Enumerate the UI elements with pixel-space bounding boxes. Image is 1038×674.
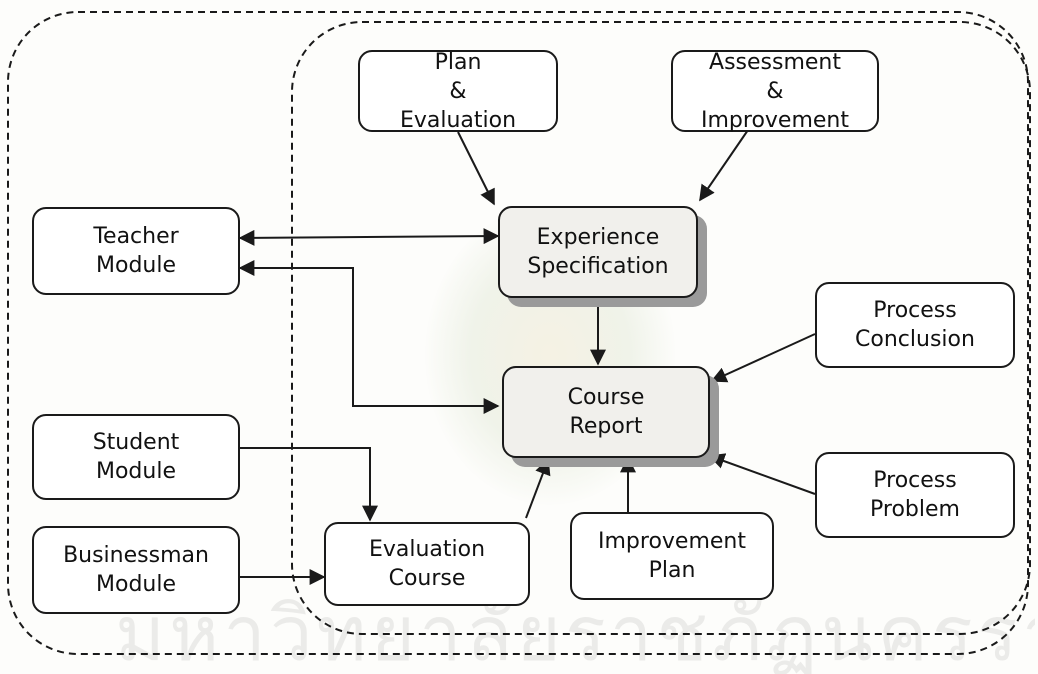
- course-report-box: Course Report: [502, 366, 710, 458]
- edge-teacher-course-report: [238, 260, 500, 414]
- student-module-label: Student Module: [92, 430, 180, 484]
- businessman-module-label: Businessman Module: [63, 543, 209, 597]
- assessment-improvement-label: Assessment & Improvement: [701, 49, 849, 133]
- teacher-module-box: Teacher Module: [32, 207, 240, 295]
- outer-system-boundary: [7, 11, 1029, 655]
- experience-specification-box: Experience Specification: [498, 206, 698, 298]
- process-problem-label: Process Problem: [870, 468, 960, 522]
- businessman-module-box: Businessman Module: [32, 526, 240, 614]
- edge-evaluation-to-course-report: [525, 458, 551, 519]
- process-conclusion-box: Process Conclusion: [815, 282, 1015, 368]
- assessment-improvement-box: Assessment & Improvement: [671, 49, 879, 133]
- plan-evaluation-box: Plan & Evaluation: [358, 49, 558, 133]
- teacher-module-label: Teacher Module: [93, 224, 179, 278]
- plan-evaluation-label: Plan & Evaluation: [399, 49, 517, 133]
- edge-assessment-to-experience: [699, 129, 749, 202]
- improvement-plan-box: Improvement Plan: [570, 512, 774, 600]
- edge-plan-to-experience: [457, 131, 495, 206]
- course-report-label: Course Report: [567, 385, 645, 439]
- edge-student-to-evaluation: [240, 447, 378, 522]
- process-conclusion-label: Process Conclusion: [855, 298, 975, 352]
- evaluation-course-box: Evaluation Course: [324, 522, 530, 606]
- experience-specification-label: Experience Specification: [527, 225, 669, 279]
- improvement-plan-label: Improvement Plan: [598, 529, 746, 583]
- student-module-box: Student Module: [32, 414, 240, 500]
- diagram-canvas: มหาวิทยาลัยราชภัฏนครราชสีมา Plan & Evalu…: [7, 11, 1035, 674]
- edge-conclusion-to-course-report: [710, 333, 816, 383]
- process-problem-box: Process Problem: [815, 452, 1015, 538]
- edge-problem-to-course-report: [708, 453, 816, 495]
- diagram-connectors: [7, 11, 1031, 655]
- evaluation-course-label: Evaluation Course: [368, 537, 486, 591]
- edge-teacher-experience: [238, 228, 500, 246]
